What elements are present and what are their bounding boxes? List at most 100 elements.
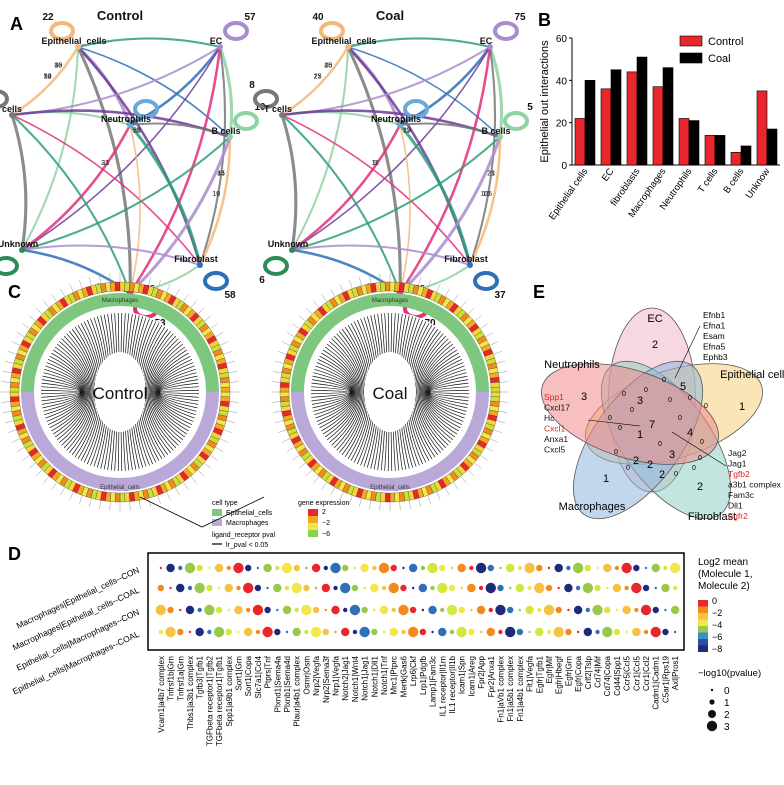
- dot: [400, 584, 407, 592]
- dot: [382, 630, 386, 634]
- column-label: Crlf2|Tslp: [584, 655, 593, 689]
- legend-swatch: [679, 35, 703, 47]
- venn-count: 2: [633, 455, 639, 467]
- y-tick-label: 60: [556, 34, 568, 45]
- gene-name-tick: [166, 284, 171, 293]
- network-edge: [198, 136, 232, 266]
- gene-name-tick: [174, 487, 180, 496]
- network-edge: [281, 46, 350, 117]
- lr-link: [329, 341, 361, 443]
- lr-link: [311, 389, 351, 395]
- edge-weight-label: 25: [314, 73, 322, 80]
- gene-name-tick: [215, 446, 224, 452]
- dot: [165, 626, 176, 638]
- dot: [506, 606, 514, 614]
- gene-name-tick: [489, 438, 498, 443]
- dot: [576, 630, 580, 634]
- gene-name-tick: [271, 381, 281, 383]
- gene-name-tick: [215, 332, 224, 338]
- edge-weight-label: 10: [482, 191, 490, 198]
- lr-link: [44, 368, 83, 416]
- dot: [213, 626, 225, 638]
- dot: [208, 566, 211, 570]
- gene-name-tick: [313, 300, 320, 308]
- venn-count: 1: [603, 473, 609, 485]
- dot: [565, 628, 572, 636]
- dot: [504, 626, 516, 638]
- dot: [217, 586, 221, 590]
- dot: [351, 584, 359, 592]
- dot: [467, 583, 476, 593]
- dot: [225, 628, 232, 636]
- dot: [333, 585, 338, 591]
- dot: [411, 586, 415, 590]
- column-label: Plxnb1|Sema4d: [283, 656, 292, 712]
- gene-name-tick: [1, 381, 11, 383]
- y-tick-label: 20: [556, 119, 568, 130]
- gene-name-tick: [12, 341, 21, 346]
- self-loop: [203, 271, 229, 291]
- dot: [226, 565, 231, 571]
- gene-label: Jag2: [728, 448, 747, 458]
- column-label: Cd44|Spp1: [613, 655, 622, 695]
- edge-weight-label: 31: [101, 160, 109, 167]
- gradient-step: [308, 516, 318, 523]
- macrophage-band: [21, 392, 219, 491]
- gene-name-tick: [286, 332, 295, 338]
- dot: [564, 583, 573, 593]
- dot: [543, 604, 555, 616]
- gene-name-tick: [474, 315, 482, 322]
- column-label: Notch2|Jag1: [341, 655, 350, 700]
- dot: [534, 582, 545, 594]
- self-loop: [473, 271, 499, 291]
- gene-name-tick: [8, 429, 17, 433]
- gene-name-tick: [272, 371, 282, 374]
- gene-label: Cxcl17: [544, 403, 570, 413]
- venn-count: 3: [637, 395, 643, 407]
- column-label: Axl|Pros1: [671, 655, 680, 690]
- column-label: Fn1|a4b1 complex: [516, 656, 525, 722]
- gene-name-tick: [51, 481, 58, 490]
- venn-count: 0: [626, 465, 630, 472]
- dot: [184, 562, 196, 574]
- dot: [359, 626, 370, 638]
- dot: [575, 585, 581, 591]
- gene-name-tick: [219, 438, 228, 443]
- network-node: [227, 134, 233, 140]
- lr-link: [313, 372, 352, 412]
- dot: [625, 630, 628, 634]
- gene-name-tick: [109, 501, 111, 511]
- self-count: 8: [249, 80, 255, 91]
- bar: [688, 120, 700, 166]
- dot: [294, 607, 299, 613]
- dot: [157, 584, 165, 592]
- legend-label: Control: [708, 36, 743, 48]
- gradient-step: [698, 626, 708, 633]
- gene-name-tick: [339, 284, 344, 293]
- column-label: Egfr|Grn: [564, 656, 573, 686]
- gene-cell: [384, 492, 391, 503]
- dot: [431, 630, 434, 634]
- x-tick-label: EC: [600, 166, 617, 183]
- dot: [371, 628, 378, 636]
- network-node: [289, 247, 295, 253]
- dot: [187, 585, 193, 591]
- lr-link: [315, 365, 354, 419]
- venn-count: 0: [704, 403, 708, 410]
- bar: [574, 118, 586, 166]
- venn-set: [541, 363, 719, 465]
- gene-cell: [389, 492, 396, 503]
- gene-name-tick: [190, 300, 197, 308]
- gene-name-tick: [79, 495, 83, 504]
- coal-network: 4519253421910172013273123121053746271533…: [249, 8, 533, 329]
- gene-name-tick: [321, 294, 328, 303]
- dot: [379, 605, 389, 615]
- lr-link: [154, 352, 189, 432]
- gene-name-tick: [88, 498, 92, 508]
- dot: [438, 627, 447, 637]
- gene-name-tick: [498, 410, 508, 413]
- gene-name-tick: [313, 476, 320, 484]
- dot: [430, 585, 435, 591]
- dot: [603, 563, 612, 573]
- dot: [640, 604, 652, 616]
